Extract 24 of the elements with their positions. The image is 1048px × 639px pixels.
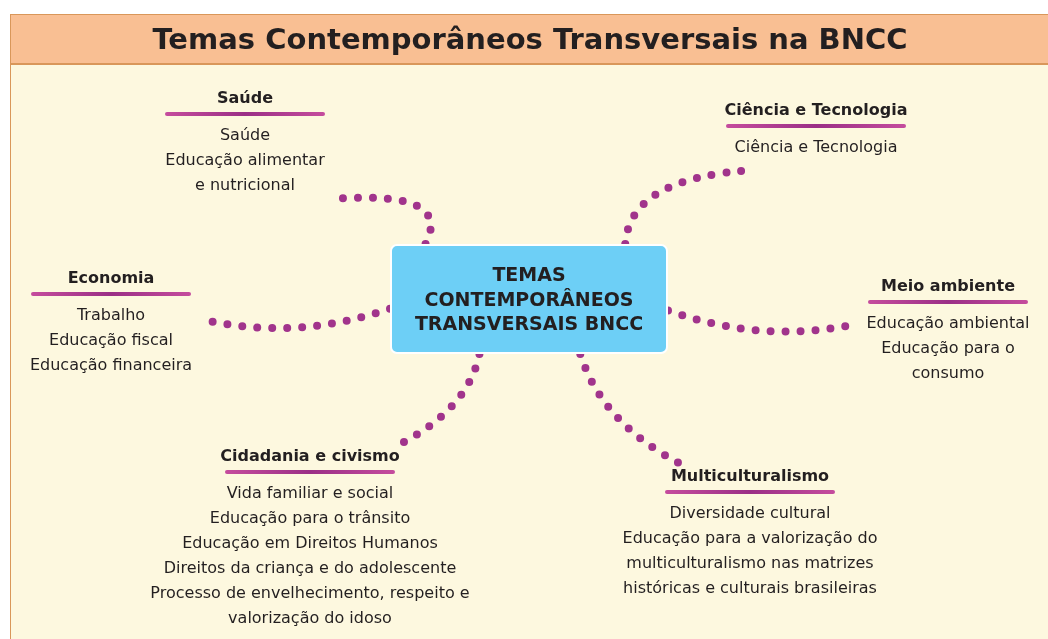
topic-item: Vida familiar e social: [226, 482, 394, 504]
topic-item: Educação em Direitos Humanos: [182, 532, 438, 554]
topic-item: Educação para o trânsito: [209, 507, 411, 529]
topic-item: Diversidade cultural: [669, 502, 831, 524]
topic-heading: Saúde: [217, 88, 273, 107]
topic-item: Saúde: [219, 124, 271, 146]
central-topic-box: [390, 244, 668, 354]
topic-item: Direitos da criança e do adolescente: [163, 557, 457, 579]
topic-item: Educação financeira: [29, 354, 193, 376]
topic-item: Educação para o consumo: [880, 337, 1016, 384]
topic-heading: Meio ambiente: [881, 276, 1015, 295]
topic-item: Educação fiscal: [49, 329, 173, 351]
central-topic: TEMAS CONTEMPORÂNEOS TRANSVERSAIS BNCC: [413, 261, 645, 337]
topic-item: Ciência e Tecnologia: [734, 136, 898, 158]
topic-item: Processo de envelhecimento, respeito e valorização do idoso: [149, 582, 471, 629]
topic-item: Educação para a valorização do multiculturalismo nas matrizes históricas e culturais brasileiras: [621, 527, 879, 599]
topic-heading: Economia: [67, 268, 155, 287]
topic-item: Educação ambiental: [866, 312, 1030, 334]
topic-item: Educação alimentar e nutricional: [164, 149, 326, 196]
topic-item: Trabalho: [76, 304, 146, 326]
title: Temas Contemporâneos Transversais na BNCC: [152, 22, 908, 56]
topic-heading: Ciência e Tecnologia: [724, 100, 908, 119]
topic-heading: Multiculturalismo: [670, 466, 830, 485]
topic-heading: Cidadania e civismo: [220, 446, 400, 465]
